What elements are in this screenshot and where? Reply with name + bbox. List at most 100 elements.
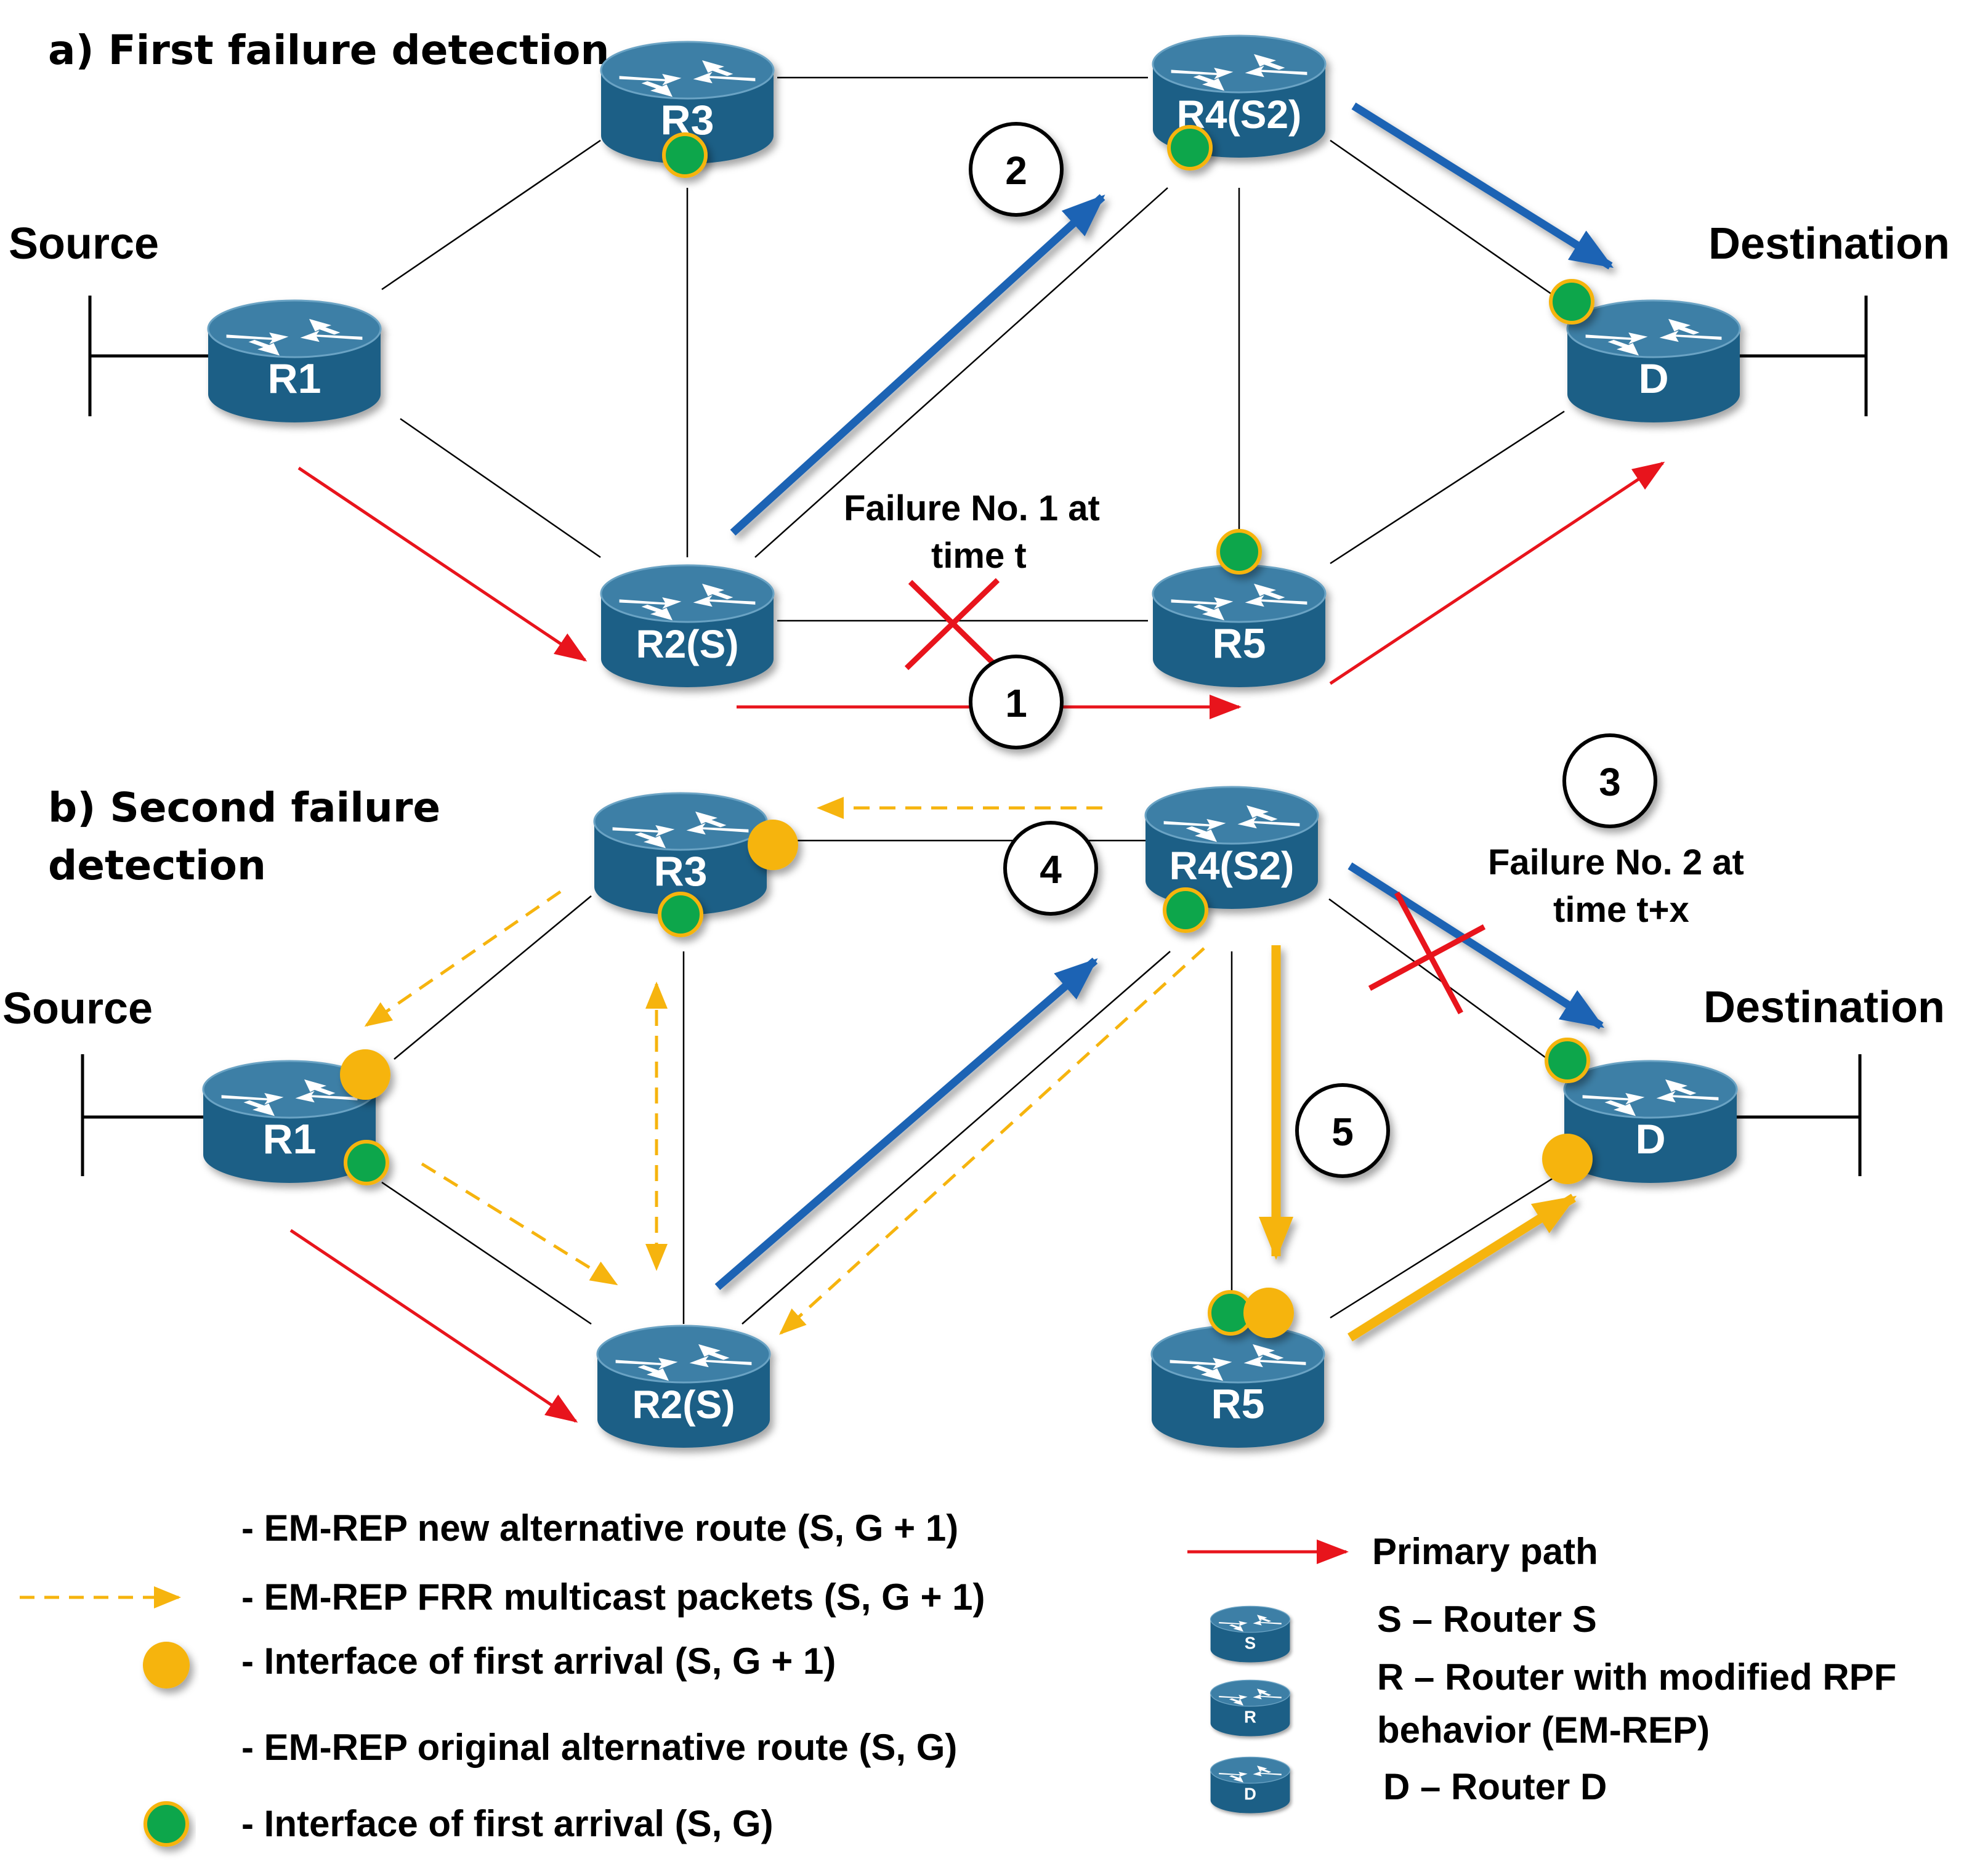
yellow-r5-d: [1348, 1193, 1577, 1342]
step-2-circle: 2: [969, 122, 1064, 217]
legend-icon-s: S: [1210, 1605, 1291, 1663]
failure-2-label-line1: Failure No. 2 at: [1488, 842, 1744, 882]
router-arrows-icon: [1219, 1615, 1282, 1632]
svg-text:1: 1: [1005, 681, 1027, 725]
router-arrows-icon: [1585, 318, 1722, 356]
router-a-d-label: D: [1638, 355, 1668, 402]
link-r1-r2: [400, 418, 601, 559]
svg-text:2: 2: [1005, 148, 1027, 193]
original-route-b: [714, 862, 1605, 1290]
router-b-r4-label: R4(S2): [1170, 844, 1295, 888]
failure-1-label-line2: time t: [931, 536, 1027, 576]
link-b-r1-r3: [394, 895, 592, 1060]
links-a: [381, 76, 1565, 622]
destination-label: Destination: [1708, 219, 1950, 268]
frr-r1-r2: [421, 1162, 618, 1286]
interface-dots: [340, 125, 1594, 1338]
router-arrows-icon: [1163, 805, 1300, 842]
router-arrows-icon: [1219, 1688, 1282, 1706]
router-b-r5-label: R5: [1211, 1381, 1265, 1427]
failure-1-mark: [904, 578, 1000, 671]
new-route-b: [1259, 945, 1577, 1342]
blue-r2-r4: [730, 194, 1105, 536]
green-dot-b-r3: [658, 892, 703, 937]
legend-original-route: - EM-REP original alternative route (S, …: [241, 1727, 957, 1768]
blue-r4-d: [1351, 102, 1614, 270]
legend: - EM-REP new alternative route (S, G + 1…: [20, 1507, 1896, 1847]
legend-orange-dot: [143, 1642, 190, 1688]
frr-packets-b: [364, 797, 1205, 1335]
link-r1-r3: [381, 139, 601, 291]
step-3-circle: 3: [1562, 733, 1657, 828]
link-b-r2-r4: [741, 951, 1171, 1325]
router-a-r1-label: R1: [268, 355, 321, 402]
svg-text:3: 3: [1599, 760, 1621, 804]
failure-2-mark: [1368, 891, 1486, 1015]
orange-dot-b-r1: [340, 1049, 390, 1100]
router-b-d-label: D: [1635, 1116, 1665, 1163]
green-dot-b-d: [1545, 1038, 1590, 1083]
router-arrows-icon: [226, 318, 363, 356]
step-4-circle: 4: [1003, 821, 1098, 916]
legend-router-d: D – Router D: [1383, 1766, 1607, 1807]
router-b-r1: R1: [202, 1060, 377, 1183]
router-arrows-icon: [619, 60, 756, 97]
router-arrows-icon: [612, 811, 749, 849]
router-b-r2: R2(S): [596, 1325, 771, 1448]
link-r4-d: [1330, 139, 1553, 296]
router-a-r1: R1: [207, 299, 382, 422]
green-dot-b-r1: [344, 1140, 389, 1185]
router-a-r5-label: R5: [1213, 620, 1266, 667]
legend-arrival-g: - Interface of first arrival (S, G): [241, 1803, 774, 1844]
router-a-d: D: [1566, 299, 1741, 422]
legend-icon-s-label: S: [1245, 1633, 1256, 1652]
router-b-d: D: [1563, 1060, 1738, 1183]
green-dot-r4: [1167, 125, 1213, 171]
panel-b-title-line1: b) Second failure: [48, 784, 440, 831]
failure-1-label-line1: Failure No. 1 at: [844, 488, 1100, 528]
legend-icon-r-label: R: [1244, 1707, 1256, 1726]
router-a-r2: R2(S): [600, 564, 775, 687]
legend-icon-r: R: [1210, 1679, 1291, 1737]
primary-r1-r2: [297, 466, 588, 662]
source-label-b: Source: [2, 984, 153, 1033]
orange-dot-b-r3: [748, 820, 798, 870]
green-dot-r3: [662, 132, 708, 178]
panel-a: a) First failure detection Source Destin…: [9, 26, 1950, 749]
step-5-circle: 5: [1295, 1083, 1390, 1178]
step-1-circle: 1: [969, 655, 1064, 749]
router-arrows-icon: [615, 1344, 752, 1381]
green-dot-r5: [1216, 529, 1262, 575]
green-dot-b-r4: [1163, 887, 1208, 933]
legend-green-dot: [143, 1801, 189, 1847]
svg-text:5: 5: [1331, 1110, 1354, 1154]
router-arrows-icon: [1171, 583, 1307, 621]
orange-dot-b-r5: [1243, 1288, 1294, 1338]
router-arrows-icon: [221, 1079, 358, 1116]
legend-primary-path: Primary path: [1372, 1531, 1598, 1572]
router-b-r2-label: R2(S): [632, 1382, 735, 1427]
frr-r4-r2: [779, 947, 1205, 1335]
router-arrows-icon: [1170, 1344, 1306, 1381]
router-b-r3: R3: [593, 792, 768, 915]
router-b-r4: R4(S2): [1144, 786, 1319, 909]
source-label: Source: [9, 219, 159, 268]
router-a-r2-label: R2(S): [636, 622, 738, 666]
router-arrows-icon: [619, 583, 756, 621]
router-b-r3-label: R3: [654, 848, 708, 895]
link-r5-d: [1330, 410, 1565, 565]
legend-new-route: - EM-REP new alternative route (S, G + 1…: [241, 1507, 958, 1549]
router-a-r3: R3: [600, 41, 775, 164]
router-a-r5: R5: [1152, 564, 1327, 687]
legend-router-r-line2: behavior (EM-REP): [1377, 1709, 1710, 1751]
legend-arrival-g1: - Interface of first arrival (S, G + 1): [241, 1640, 836, 1682]
failure-2-label-line2: time t+x: [1553, 890, 1689, 930]
legend-frr-packets: - EM-REP FRR multicast packets (S, G + 1…: [241, 1576, 985, 1618]
frr-r3-r1: [364, 890, 562, 1027]
link-b-r1-r2: [381, 1181, 592, 1325]
legend-router-icons: SRD: [1210, 1605, 1291, 1814]
orange-dot-b-d: [1542, 1134, 1593, 1184]
router-b-r5: R5: [1150, 1325, 1325, 1448]
